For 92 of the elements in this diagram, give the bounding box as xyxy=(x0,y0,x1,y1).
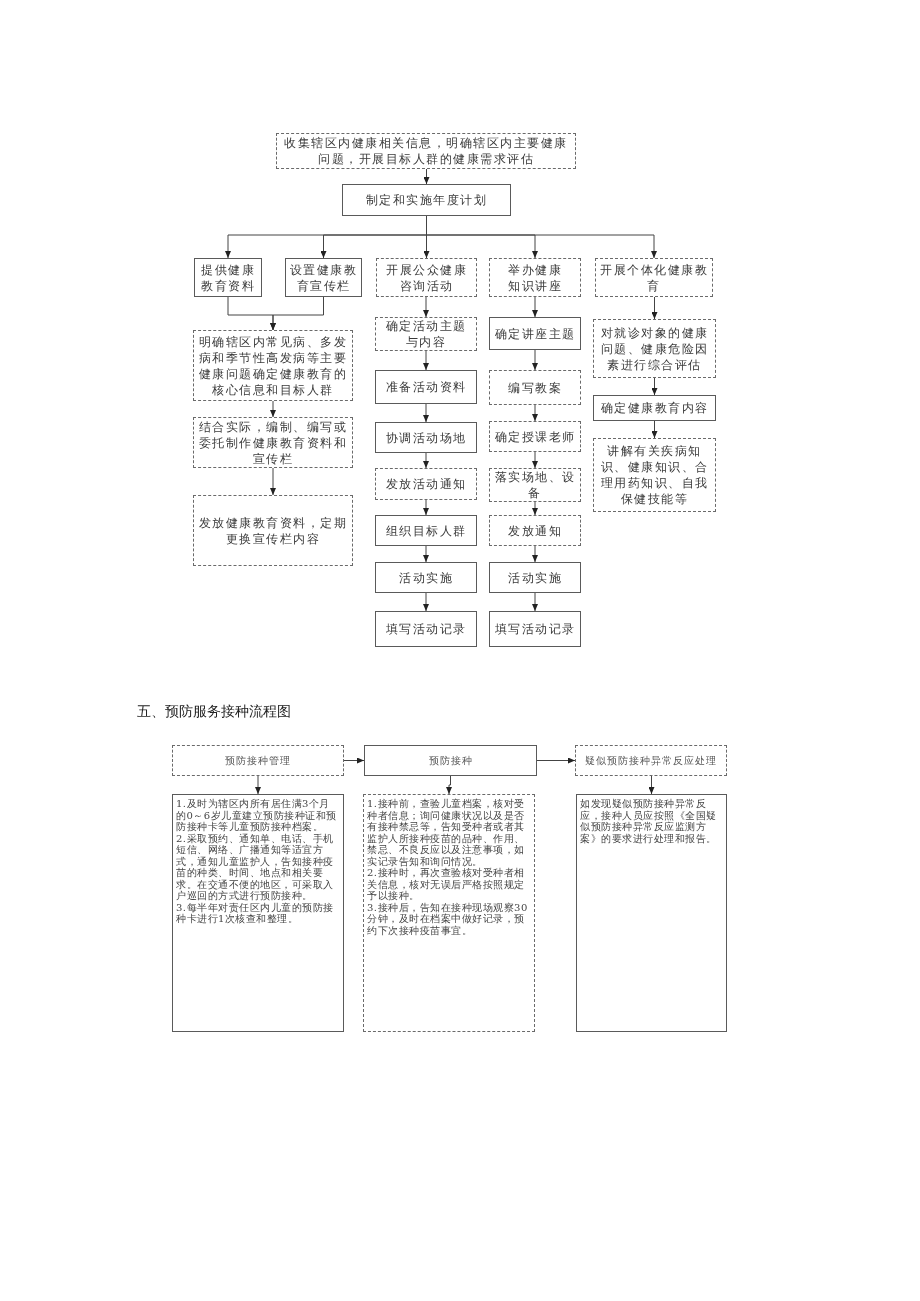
step-text: 对就诊对象的健康问题、健康危险因素进行综合评估 xyxy=(599,324,710,373)
step-text: 制定和实施年度计划 xyxy=(364,192,489,208)
arrow xyxy=(651,420,658,439)
step-text: 讲解有关疾病知识、健康知识、合理用药知识、自我保健技能等 xyxy=(599,443,710,507)
step-text: 确定讲座主题 xyxy=(493,325,577,342)
process-box xyxy=(364,745,537,776)
process-box xyxy=(593,438,716,512)
step-text: 明确辖区内常见病、多发病和季节性高发病等主要健康问题确定健康教育的核心信息和目标人群 xyxy=(198,333,348,398)
process-box xyxy=(172,794,344,1032)
step-text: 发放健康教育资料，定期更换宣传栏内容 xyxy=(198,514,348,547)
step-text: 确定授课老师 xyxy=(493,428,577,445)
step-text: 准备活动资料 xyxy=(384,379,468,395)
step-text: 编写教案 xyxy=(507,379,563,396)
arrow xyxy=(532,404,538,422)
arrow xyxy=(255,775,261,795)
process-box xyxy=(489,370,581,405)
process-box xyxy=(193,495,353,566)
arrow xyxy=(343,757,365,764)
section-heading: 五、预防服务接种流程图 xyxy=(137,702,291,720)
instruction-text: 3.每半年对责任区内儿童的预防接种卡进行1次核查和整理。 xyxy=(176,901,335,925)
instruction-text: 3.接种后，告知在接种现场观察30分钟，及时在档案中做好记录，预约下次接种疫苗事宜。 xyxy=(367,901,529,936)
step-text: 发放活动通知 xyxy=(384,476,468,492)
step-text: 组织目标人群 xyxy=(384,522,468,539)
arrow xyxy=(651,296,658,320)
arrow xyxy=(423,452,429,469)
arrow xyxy=(423,545,429,563)
step-text: 确定活动主题与内容 xyxy=(384,318,468,350)
process-box xyxy=(489,515,581,546)
arrow xyxy=(270,400,276,418)
instruction-text: 如发现疑似预防接种异常反应，接种人员应按照《全国疑似预防接种异常反应监测方案》的要求进行处理和报告。 xyxy=(580,798,718,844)
process-box xyxy=(489,421,581,452)
arrow xyxy=(423,592,429,612)
process-box xyxy=(342,184,511,216)
process-box xyxy=(576,794,727,1032)
arrow xyxy=(423,499,429,516)
process-box xyxy=(375,370,477,404)
process-box xyxy=(375,422,477,453)
step-text: 结合实际，编制、编写或委托制作健康教育资料和宣传栏 xyxy=(198,418,348,467)
process-box xyxy=(172,745,344,776)
step-text: 填写活动记录 xyxy=(493,621,577,637)
process-box xyxy=(489,562,581,593)
step-text: 设置健康教育宣传栏 xyxy=(288,261,359,294)
process-box xyxy=(375,611,477,647)
process-box xyxy=(375,468,477,500)
step-text: 落实场地、设备 xyxy=(493,469,577,501)
arrow xyxy=(532,349,538,371)
step-text: 提供健康教育资料 xyxy=(200,261,256,294)
arrow xyxy=(423,350,429,371)
step-text: 举办健康知识讲座 xyxy=(507,261,563,294)
process-box xyxy=(375,515,477,546)
arrow xyxy=(532,451,538,469)
arrow xyxy=(423,403,429,423)
arrow xyxy=(423,296,429,318)
step-text: 预防接种管理 xyxy=(224,753,292,768)
step-text: 活动实施 xyxy=(507,569,563,586)
arrow xyxy=(536,757,576,764)
step-text: 开展个体化健康教育 xyxy=(599,261,709,294)
step-text: 收集辖区内健康相关信息，明确辖区内主要健康问题，开展目标人群的健康需求评估 xyxy=(283,135,569,167)
step-text: 填写活动记录 xyxy=(384,621,468,637)
process-box xyxy=(363,794,535,1032)
arrow xyxy=(532,296,538,318)
instruction-text: 1.接种前，查验儿童档案，核对受种者信息；询问健康状况以及是否有接种禁忌等，告知受种者或者其监护人所接种疫苗的品种、作用、禁忌、不良反应以及注意事项，如实记录告知和询问情况。 xyxy=(367,798,526,867)
step-text: 疑似预防接种异常反应处理 xyxy=(584,753,718,768)
instruction-text: 2.接种时，再次查验核对受种者相关信息，核对无误后严格按照规定予以接种。 xyxy=(367,867,526,902)
arrow xyxy=(446,775,452,795)
arrow xyxy=(651,377,658,396)
step-text: 确定健康教育内容 xyxy=(599,400,710,416)
process-box xyxy=(593,319,716,378)
process-box xyxy=(489,611,581,647)
process-box xyxy=(194,258,262,297)
arrow xyxy=(532,592,538,612)
step-text: 协调活动场地 xyxy=(384,429,468,446)
process-box xyxy=(593,395,716,421)
process-box xyxy=(489,317,581,350)
process-box xyxy=(376,258,477,297)
arrow xyxy=(532,545,538,563)
step-text: 预防接种 xyxy=(427,753,474,768)
step-text: 开展公众健康咨询活动 xyxy=(385,261,468,294)
step-text: 发放通知 xyxy=(507,522,563,539)
arrow xyxy=(270,296,324,331)
arrow xyxy=(532,501,538,516)
instruction-text: 1.及时为辖区内所有居住满3个月的0～6岁儿童建立预防接种证和预防接种卡等儿童预防接种档案。 xyxy=(176,798,338,833)
arrow xyxy=(270,467,276,496)
step-text: 活动实施 xyxy=(398,569,454,586)
process-box xyxy=(375,562,477,593)
arrow xyxy=(423,168,430,185)
process-box xyxy=(375,317,477,351)
process-box xyxy=(489,258,581,297)
process-box xyxy=(276,133,576,169)
process-box xyxy=(575,745,727,776)
arrow xyxy=(648,775,655,795)
instruction-text: 2.采取预约、通知单、电话、手机短信、网络、广播通知等适宜方式，通知儿童监护人，告知接种疫苗的种类、时间、地点和相关要求。在交通不便的地区，可采取入户巡回的方式进行预防接种。 xyxy=(176,832,335,901)
